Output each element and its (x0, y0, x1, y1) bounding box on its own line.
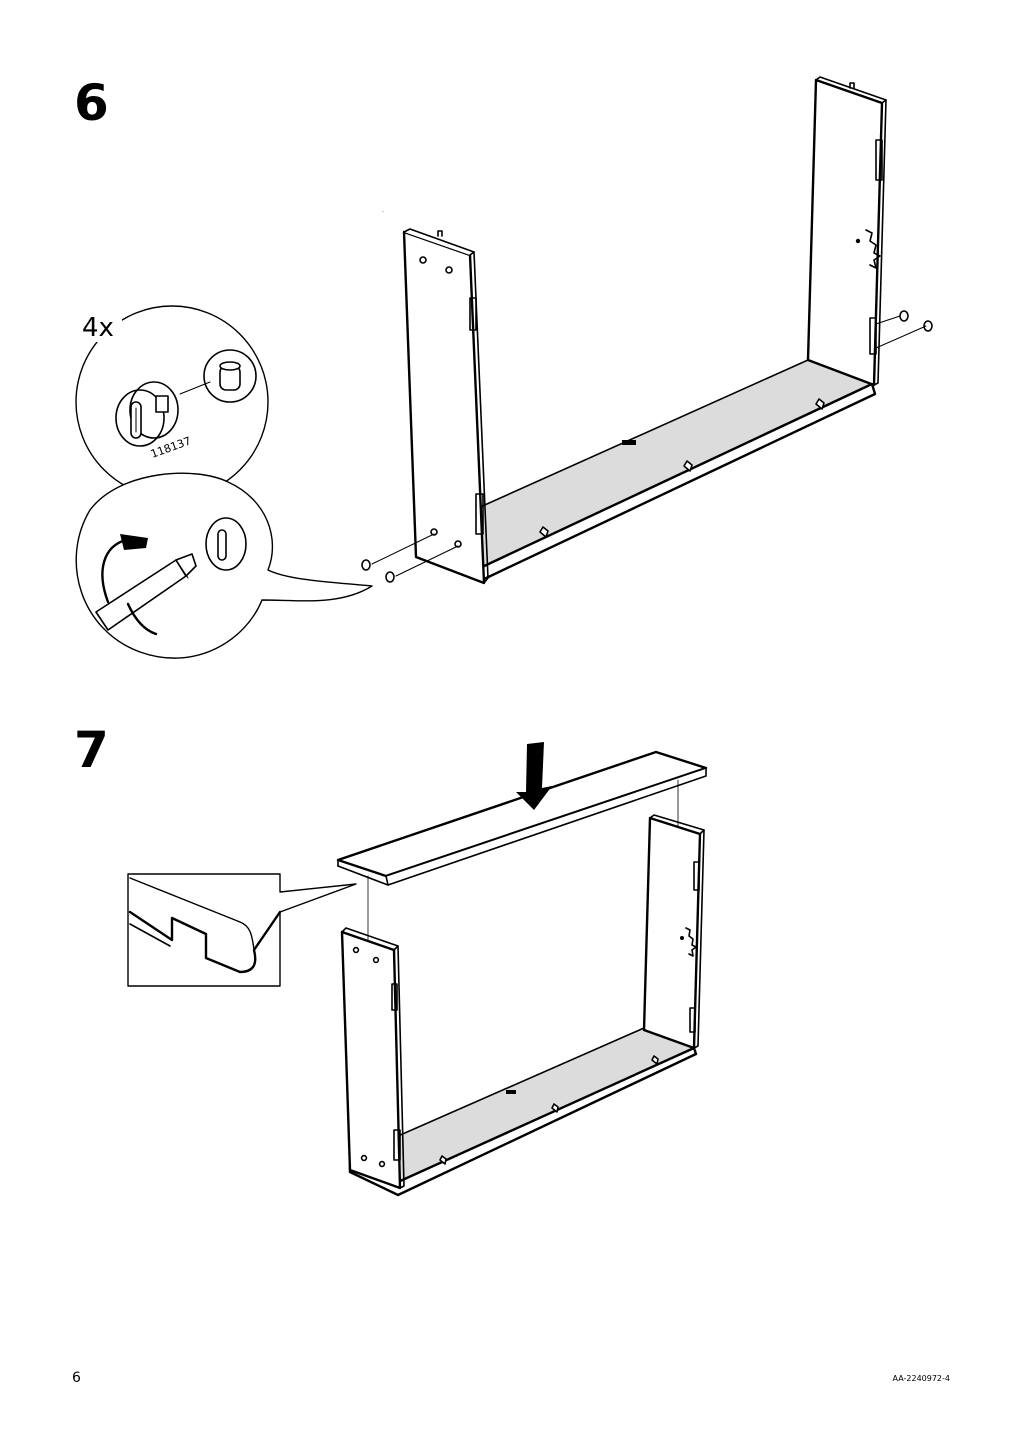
cam-lock-detail: 118137 4x (75, 305, 269, 499)
dowel-icon (179, 349, 257, 403)
dowels (361, 310, 933, 583)
cam-lock-icon (115, 381, 179, 447)
bottom-panel (477, 359, 877, 582)
down-arrow-icon (516, 742, 552, 810)
right-side-panel (806, 76, 887, 387)
step-6-illustration: 118137 4x · (75, 76, 933, 659)
screwdriver-icon (95, 553, 197, 631)
screwdriver-detail (75, 472, 373, 659)
step-number-7: 7 (74, 721, 109, 779)
svg-text:·: · (382, 209, 384, 216)
rotation-arrow-icon (101, 534, 158, 636)
left-side-panel (402, 228, 489, 585)
document-code: AA-2240972-4 (892, 1374, 950, 1383)
quantity-label: 4x (82, 313, 114, 343)
page-number: 6 (72, 1370, 81, 1386)
right-side-panel-7 (642, 814, 705, 1050)
step-number-6: 6 (74, 74, 109, 132)
edge-profile-detail (127, 873, 357, 987)
step-7-illustration (127, 742, 708, 1197)
left-side-panel-7 (340, 927, 405, 1190)
